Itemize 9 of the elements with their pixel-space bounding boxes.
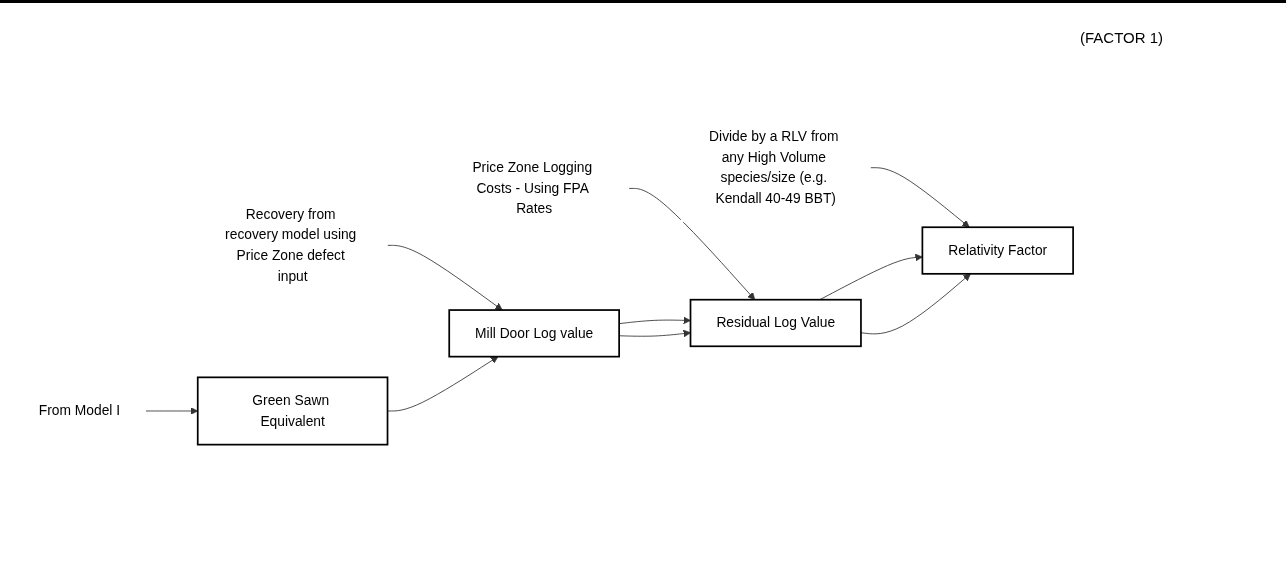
node-box: Relativity Factor [921, 226, 1074, 275]
node-text: From Model I [38, 403, 121, 418]
node-box: Mill Door Log value [448, 309, 620, 358]
node-text: Recovery from recovery model using Price Zone defect input [225, 206, 357, 284]
node-box: Green Sawn Equivalent [196, 376, 389, 446]
node-text: Price Zone Logging Costs - Using FPA Rates [472, 159, 593, 217]
note: (FACTOR 1) [1080, 29, 1165, 46]
node-box: Residual Log Value [689, 298, 862, 348]
node-text: Divide by a RLV from any High Volume species/size (e.g. Kendall 40-49 BBT) [709, 128, 839, 206]
